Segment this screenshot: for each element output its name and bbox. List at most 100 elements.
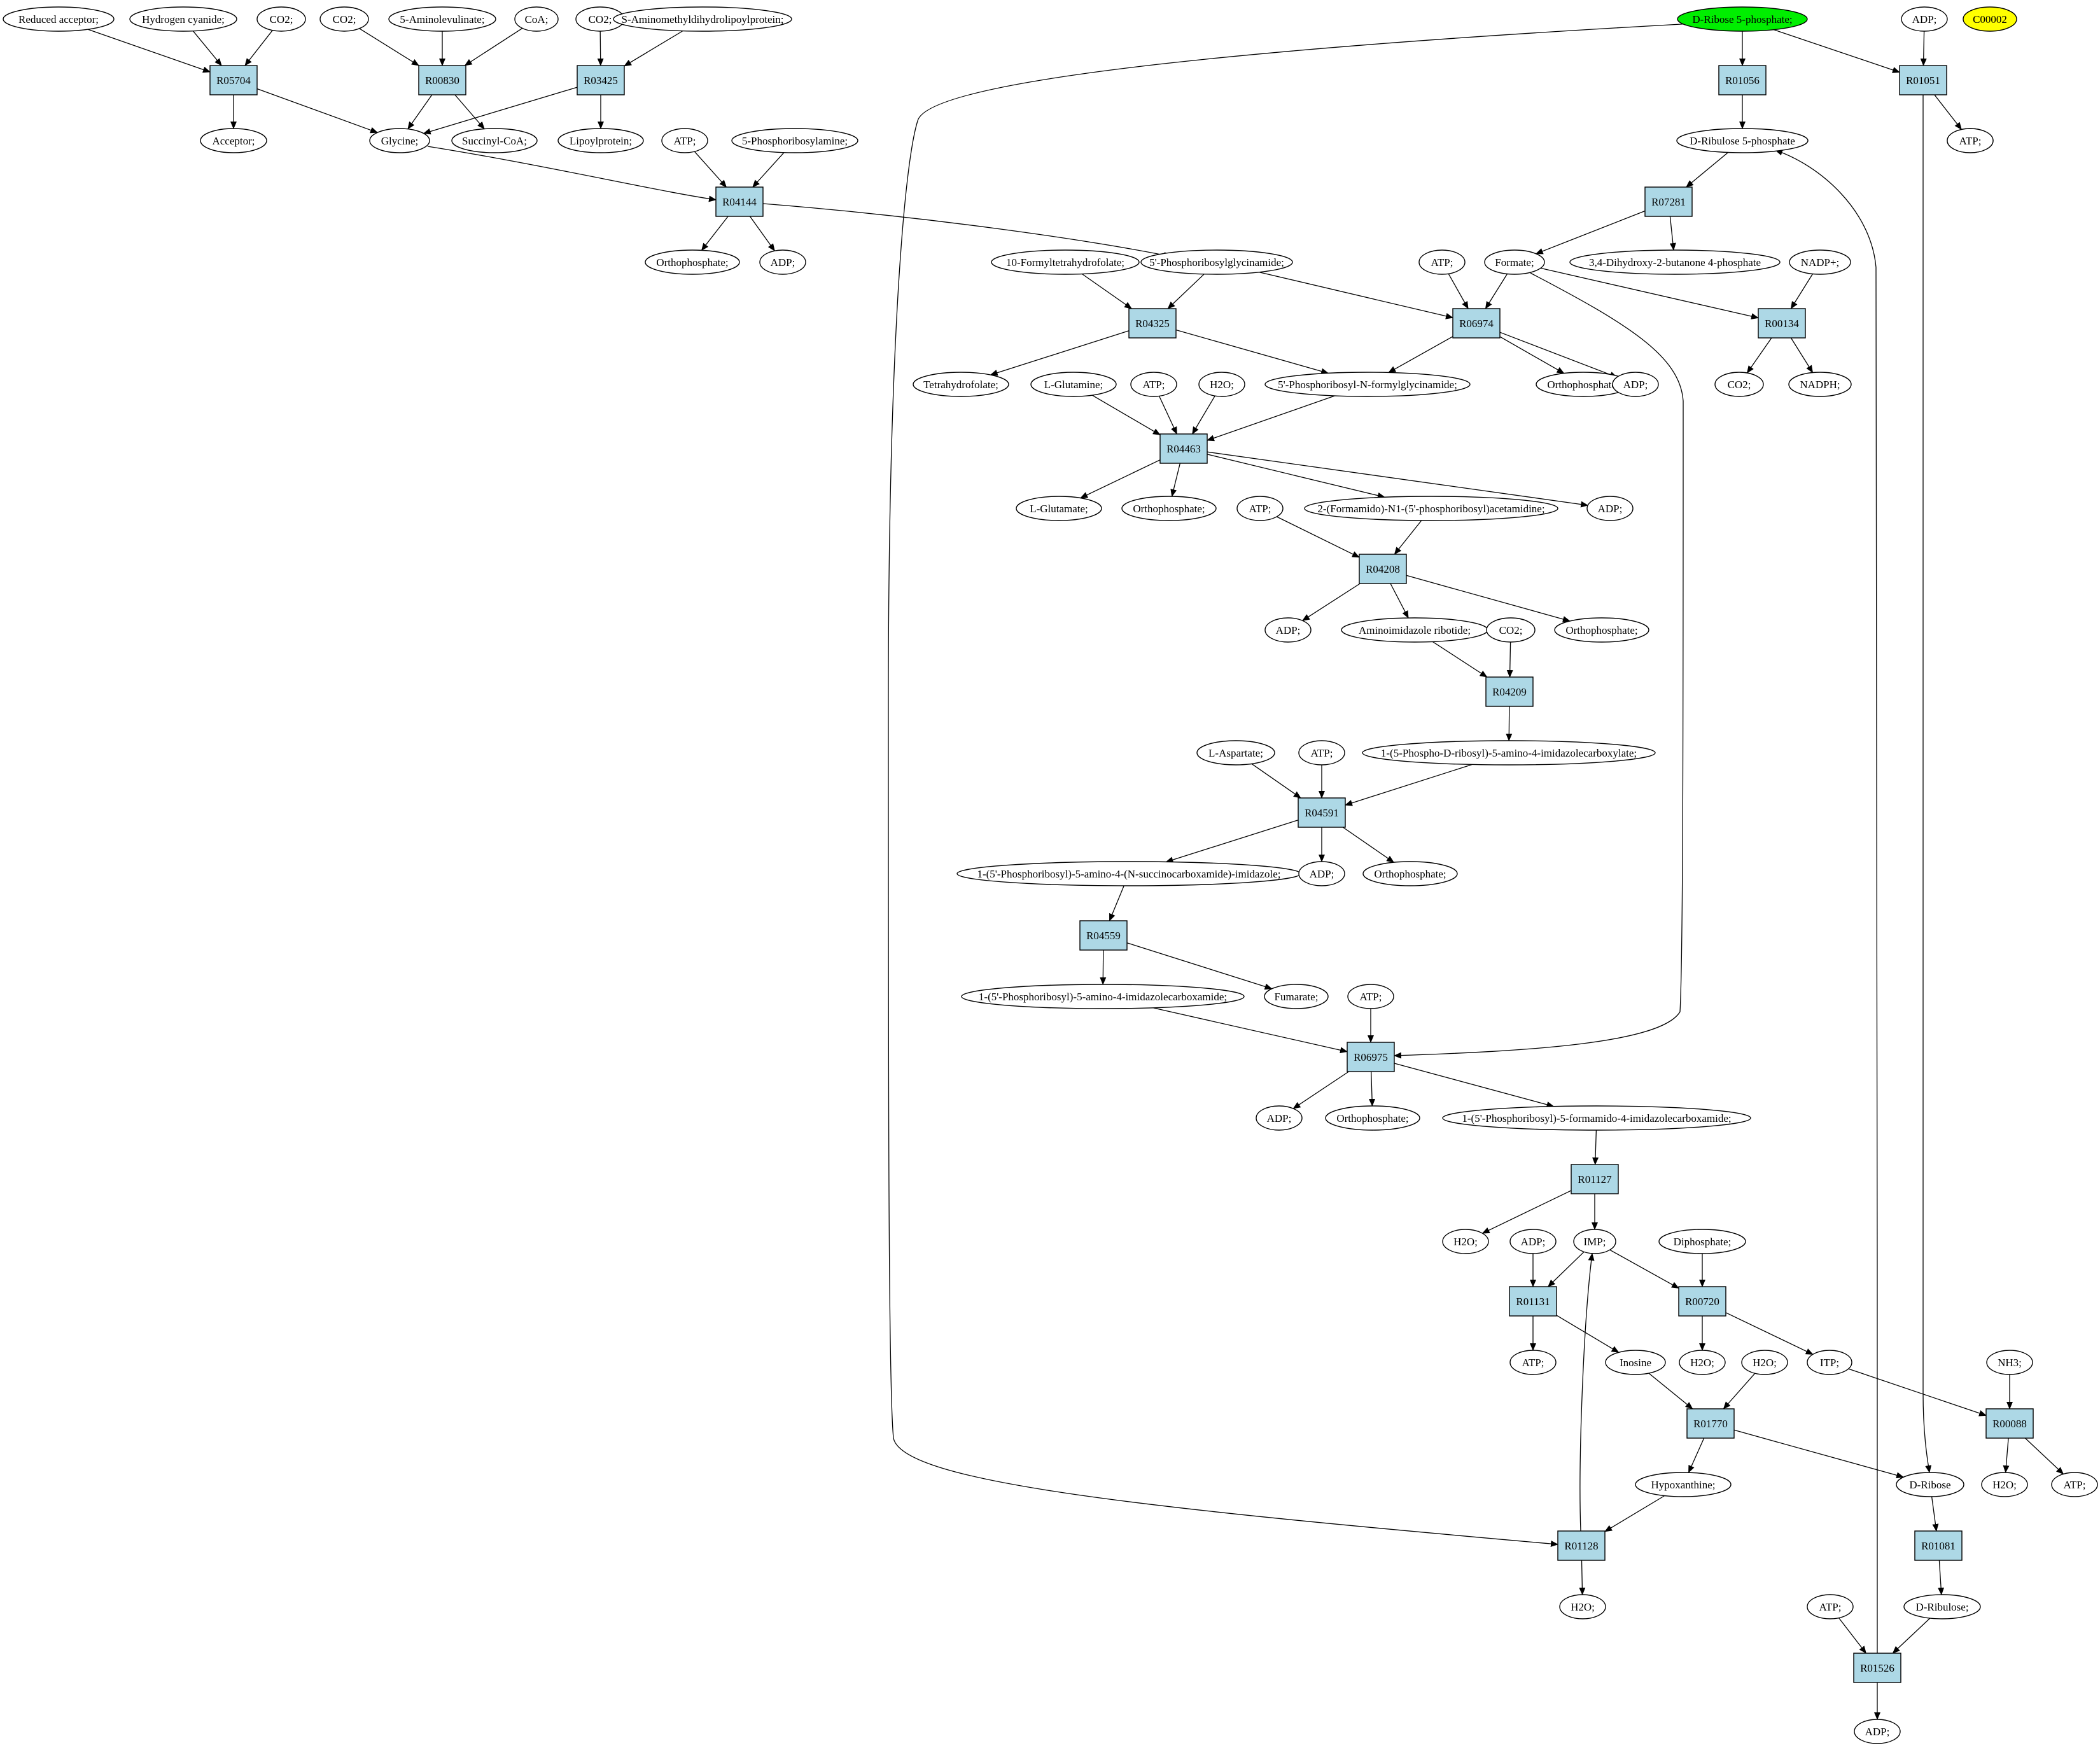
reaction-node-r01051[interactable]: R01051 <box>1899 65 1947 95</box>
metabolite-node-m32[interactable]: Orthophosphate; <box>1121 496 1217 521</box>
metabolite-node-m15[interactable]: 5-Phosphoribosylamine; <box>731 128 858 153</box>
metabolite-node-m11[interactable]: Acceptor; <box>200 128 267 153</box>
reaction-node-r01770[interactable]: R01770 <box>1686 1408 1735 1439</box>
reaction-node-r01056[interactable]: R01056 <box>1718 65 1767 95</box>
metabolite-node-m36[interactable]: CO2; <box>1486 617 1536 643</box>
metabolite-node-m17[interactable]: Orthophosphate; <box>645 249 740 275</box>
reaction-node-r04559[interactable]: R04559 <box>1079 920 1128 951</box>
metabolite-node-m39[interactable]: ATP; <box>1298 740 1345 766</box>
metabolite-node-m23[interactable]: Tetrahydrofolate; <box>913 372 1009 397</box>
metabolite-node-m35[interactable]: ADP; <box>1264 617 1312 643</box>
metabolite-node-m56[interactable]: ATP; <box>1807 1594 1854 1619</box>
metabolite-node-itp[interactable]: ITP; <box>1807 1350 1852 1375</box>
metabolite-node-m14[interactable]: ATP; <box>661 128 708 153</box>
reaction-node-r00134[interactable]: R00134 <box>1758 308 1806 339</box>
metabolite-node-m34[interactable]: ADP; <box>1586 496 1634 521</box>
metabolite-node-m5[interactable]: 5-Aminolevulinate; <box>388 6 496 32</box>
metabolite-node-m13[interactable]: Lipoylprotein; <box>557 128 644 153</box>
metabolite-node-m21[interactable]: 3,4-Dihydroxy-2-butanone 4-phosphate <box>1569 249 1781 275</box>
metabolite-node-m1[interactable]: Reduced acceptor; <box>3 6 115 32</box>
edge-m4-to-r00830 <box>359 28 419 66</box>
metabolite-node-m37[interactable]: Orthophosphate; <box>1554 617 1649 643</box>
metabolite-node-m20[interactable]: ATP; <box>1418 249 1466 275</box>
node-label: R01770 <box>1693 1418 1728 1430</box>
metabolite-node-m33[interactable]: ATP; <box>1236 496 1284 521</box>
edge-r01131-to-inosine <box>1556 1315 1620 1353</box>
metabolite-node-m58[interactable]: ATP; <box>1947 128 1994 153</box>
metabolite-node-m52[interactable]: NH3; <box>1986 1350 2033 1375</box>
reaction-node-r06975[interactable]: R06975 <box>1347 1042 1395 1072</box>
reaction-node-r01081[interactable]: R01081 <box>1914 1530 1963 1561</box>
metabolite-node-m43[interactable]: ATP; <box>1347 984 1394 1009</box>
metabolite-node-m40[interactable]: ADP; <box>1298 861 1345 886</box>
metabolite-node-drib[interactable]: D-Ribose <box>1896 1472 1964 1497</box>
metabolite-node-m53[interactable]: H2O; <box>1981 1472 2028 1497</box>
metabolite-node-m12[interactable]: Succinyl-CoA; <box>451 128 538 153</box>
metabolite-node-m24[interactable]: L-Glutamine; <box>1030 372 1117 397</box>
reaction-node-r05704[interactable]: R05704 <box>209 65 258 95</box>
metabolite-node-fgar[interactable]: 5'-Phosphoribosyl-N-formylglycinamide; <box>1264 372 1471 397</box>
metabolite-node-fgam[interactable]: 2-(Formamido)-N1-(5'-phosphoribosyl)acet… <box>1304 496 1558 521</box>
metabolite-node-gar[interactable]: 5'-Phosphoribosylglycinamide; <box>1140 249 1293 275</box>
metabolite-node-cair[interactable]: 1-(5-Phospho-D-ribosyl)-5-amino-4-imidaz… <box>1362 740 1656 766</box>
metabolite-node-c2[interactable]: C00002 <box>1963 6 2017 32</box>
metabolite-node-hyp[interactable]: Hypoxanthine; <box>1635 1472 1732 1497</box>
metabolite-node-m8[interactable]: S-Aminomethyldihydrolipoylprotein; <box>613 6 792 32</box>
reaction-node-r01127[interactable]: R01127 <box>1571 1164 1619 1194</box>
metabolite-node-m57[interactable]: ADP; <box>1854 1719 1901 1744</box>
metabolite-node-air[interactable]: Aminoimidazole ribotide; <box>1341 617 1488 643</box>
metabolite-node-m51[interactable]: H2O; <box>1741 1350 1788 1375</box>
metabolite-node-m55[interactable]: H2O; <box>1559 1594 1606 1619</box>
metabolite-node-m25[interactable]: ATP; <box>1130 372 1177 397</box>
reaction-node-r01128[interactable]: R01128 <box>1557 1530 1606 1561</box>
metabolite-node-m30[interactable]: NADPH; <box>1788 372 1852 397</box>
metabolite-node-m6[interactable]: CoA; <box>514 6 559 32</box>
metabolite-node-m31[interactable]: L-Glutamate; <box>1016 496 1102 521</box>
reaction-node-r07281[interactable]: R07281 <box>1644 186 1693 217</box>
metabolite-node-m45[interactable]: Orthophosphate; <box>1325 1105 1420 1131</box>
metabolite-node-m29[interactable]: CO2; <box>1714 372 1764 397</box>
metabolite-node-gly[interactable]: Glycine; <box>369 128 430 153</box>
metabolite-node-dru5p[interactable]: D-Ribulose 5-phosphate <box>1676 128 1809 153</box>
metabolite-node-m48[interactable]: Diphosphate; <box>1658 1229 1746 1254</box>
metabolite-node-m28[interactable]: ADP; <box>1612 372 1659 397</box>
reaction-node-r04144[interactable]: R04144 <box>715 186 764 217</box>
metabolite-node-m44[interactable]: ADP; <box>1256 1105 1303 1131</box>
reaction-node-r00830[interactable]: R00830 <box>418 65 466 95</box>
metabolite-node-imp[interactable]: IMP; <box>1573 1229 1616 1254</box>
metabolite-node-m18[interactable]: ADP; <box>759 249 806 275</box>
reaction-node-r04591[interactable]: R04591 <box>1298 797 1346 828</box>
metabolite-node-m38[interactable]: L-Aspartate; <box>1196 740 1275 766</box>
metabolite-node-faicar[interactable]: 1-(5'-Phosphoribosyl)-5-formamido-4-imid… <box>1442 1105 1751 1131</box>
metabolite-node-m46[interactable]: H2O; <box>1442 1229 1489 1254</box>
metabolite-node-m42[interactable]: Fumarate; <box>1264 984 1329 1009</box>
metabolite-node-m2[interactable]: Hydrogen cyanide; <box>129 6 237 32</box>
metabolite-node-drul[interactable]: D-Ribulose; <box>1903 1594 1981 1619</box>
metabolite-node-dr5p[interactable]: D-Ribose 5-phosphate; <box>1677 6 1808 32</box>
metabolite-node-m26[interactable]: H2O; <box>1198 372 1245 397</box>
metabolite-node-m10[interactable]: ADP; <box>1901 6 1948 32</box>
reaction-node-r01526[interactable]: R01526 <box>1853 1653 1901 1683</box>
reaction-node-r00720[interactable]: R00720 <box>1678 1286 1726 1317</box>
reaction-node-r00088[interactable]: R00088 <box>1985 1408 2034 1439</box>
metabolite-node-m47[interactable]: ADP; <box>1509 1229 1557 1254</box>
reaction-node-r04209[interactable]: R04209 <box>1485 676 1534 707</box>
metabolite-node-formate[interactable]: Formate; <box>1484 249 1545 275</box>
metabolite-node-m3[interactable]: CO2; <box>256 6 306 32</box>
metabolite-node-inosine[interactable]: Inosine <box>1605 1350 1666 1375</box>
metabolite-node-m22[interactable]: NADP+; <box>1789 249 1851 275</box>
metabolite-node-saicar[interactable]: 1-(5'-Phosphoribosyl)-5-amino-4-(N-succi… <box>956 861 1301 886</box>
reaction-node-r04325[interactable]: R04325 <box>1128 308 1177 339</box>
metabolite-node-m54[interactable]: ATP; <box>2051 1472 2098 1497</box>
metabolite-node-m19[interactable]: 10-Formyltetrahydrofolate; <box>991 249 1140 275</box>
reaction-node-r04208[interactable]: R04208 <box>1359 554 1407 584</box>
reaction-node-r06974[interactable]: R06974 <box>1452 308 1501 339</box>
reaction-node-r03425[interactable]: R03425 <box>577 65 625 95</box>
metabolite-node-m49[interactable]: ATP; <box>1509 1350 1557 1375</box>
reaction-node-r04463[interactable]: R04463 <box>1159 433 1208 464</box>
metabolite-node-m50[interactable]: H2O; <box>1679 1350 1726 1375</box>
metabolite-node-aicar[interactable]: 1-(5'-Phosphoribosyl)-5-amino-4-imidazol… <box>961 984 1245 1009</box>
metabolite-node-m4[interactable]: CO2; <box>319 6 369 32</box>
metabolite-node-m41[interactable]: Orthophosphate; <box>1362 861 1458 886</box>
reaction-node-r01131[interactable]: R01131 <box>1509 1286 1557 1317</box>
